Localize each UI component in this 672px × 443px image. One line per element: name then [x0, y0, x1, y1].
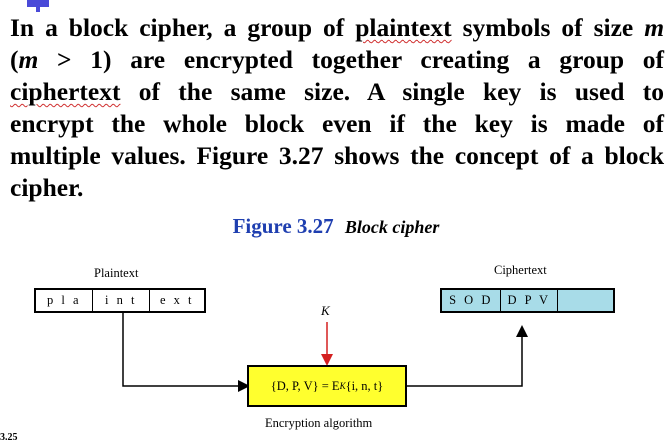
body-paragraph: In a block cipher, a group of plaintext …: [10, 12, 664, 204]
paragraph-line-1: In a block cipher, a group of plaintext …: [10, 13, 665, 42]
spellcheck-word-plaintext: plaintext: [355, 13, 452, 42]
figure-title: Block cipher: [344, 217, 440, 237]
ciphertext-label: Ciphertext: [494, 263, 547, 277]
paragraph-line-4: encrypt the whole block even if the key …: [10, 109, 664, 138]
plaintext-label: Plaintext: [94, 266, 139, 280]
algorithm-to-ciphertext-arrow: [407, 325, 528, 387]
ciphertext-cell: [558, 290, 613, 311]
paragraph-line-2: (m > 1) are encrypted together creating …: [10, 45, 664, 74]
figure-number: Figure 3.27: [232, 214, 334, 238]
ciphertext-block: S O D D P V: [440, 288, 615, 313]
plaintext-block: p l a i n t e x t: [34, 288, 206, 313]
spellcheck-word-ciphertext: ciphertext: [10, 77, 121, 106]
slide-top-mark-stem: [36, 0, 40, 12]
key-label: K: [321, 303, 330, 318]
figure-caption: Figure 3.27 Block cipher: [0, 214, 672, 239]
paragraph-line-6: cipher.: [10, 173, 84, 202]
encryption-algorithm-label: Encryption algorithm: [265, 416, 373, 430]
paragraph-line-3: ciphertext of the same size. A single ke…: [10, 77, 664, 106]
ciphertext-cell: D P V: [501, 290, 558, 311]
paragraph-line-5: multiple values. Figure 3.27 shows the c…: [10, 141, 664, 170]
plaintext-cell: e x t: [159, 293, 195, 307]
ciphertext-cell: S O D: [442, 290, 501, 311]
plaintext-to-algorithm-arrow: [122, 313, 250, 392]
page-number: 3.25: [0, 432, 18, 443]
plaintext-cell: p l a: [36, 290, 93, 311]
plaintext-cell: i n t: [93, 290, 150, 311]
